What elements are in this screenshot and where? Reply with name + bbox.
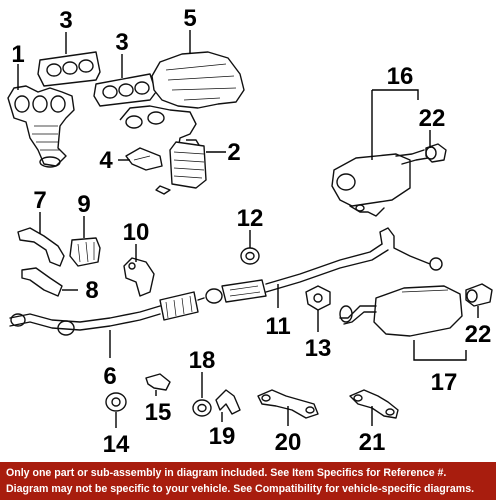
callout-3-right: 3: [115, 29, 128, 56]
callout-22-upper: 22: [419, 105, 446, 132]
callout-6: 6: [103, 363, 116, 390]
leader-lines: [17, 30, 479, 428]
part-12-gasket[interactable]: [240, 247, 260, 265]
callout-3-left: 3: [59, 7, 72, 34]
part-17-muffler[interactable]: [339, 285, 463, 337]
callout-7: 7: [33, 187, 46, 214]
part-2-manifold-converter[interactable]: [119, 105, 207, 195]
callout-14: 14: [103, 431, 130, 458]
callout-15: 15: [145, 399, 172, 426]
leader-17: [413, 340, 467, 361]
disclaimer-line-2: Diagram may not be specific to your vehi…: [6, 483, 475, 495]
callout-13: 13: [305, 335, 332, 362]
part-16-muffler[interactable]: [331, 149, 429, 217]
leader-16: [371, 89, 419, 160]
part-20-hanger-bracket[interactable]: [257, 389, 319, 419]
part-3-gasket-left[interactable]: [37, 51, 101, 87]
exhaust-parts-diagram: 1 2 3 3 4 5 6 7 8 9 10 11 12 13 14 15 16…: [7, 5, 493, 458]
part-10-bracket[interactable]: [123, 257, 155, 297]
part-14-gasket[interactable]: [105, 392, 127, 412]
callout-2: 2: [227, 139, 240, 166]
callout-20: 20: [275, 429, 302, 456]
part-18-gasket[interactable]: [192, 399, 212, 417]
part-8-bracket[interactable]: [21, 267, 63, 297]
part-11-center-pipe[interactable]: [205, 227, 443, 304]
callout-21: 21: [359, 429, 386, 456]
callout-1: 1: [11, 41, 24, 68]
part-6-front-pipe[interactable]: [9, 291, 205, 336]
disclaimer-banner: Only one part or sub-assembly in diagram…: [0, 462, 496, 500]
part-1-manifold-converter[interactable]: [7, 85, 75, 168]
part-22-tail-tip-upper[interactable]: [425, 143, 447, 163]
part-3-gasket-right[interactable]: [93, 73, 157, 107]
part-13-hanger[interactable]: [305, 285, 331, 311]
part-9-hanger[interactable]: [69, 237, 101, 267]
part-7-bracket[interactable]: [17, 227, 65, 267]
callout-18: 18: [189, 347, 216, 374]
part-21-hanger-bracket[interactable]: [349, 389, 399, 419]
callout-16: 16: [387, 63, 414, 90]
part-19-clamp[interactable]: [215, 389, 241, 415]
callout-19: 19: [209, 423, 236, 450]
callout-numbers: 1 2 3 3 4 5 6 7 8 9 10 11 12 13 14 15 16…: [11, 5, 491, 458]
part-15-bracket[interactable]: [145, 373, 171, 391]
callout-11: 11: [265, 313, 290, 340]
callout-17: 17: [431, 369, 458, 396]
disclaimer-line-1: Only one part or sub-assembly in diagram…: [6, 467, 447, 479]
callout-10: 10: [123, 219, 150, 246]
callout-22-lower: 22: [465, 321, 492, 348]
callout-4: 4: [99, 147, 113, 174]
callout-12: 12: [237, 205, 264, 232]
callout-5: 5: [183, 5, 196, 32]
part-22-tail-tip-lower[interactable]: [465, 283, 493, 307]
part-4-bracket[interactable]: [125, 147, 163, 171]
callout-9: 9: [77, 191, 90, 218]
part-5-heat-shield[interactable]: [151, 51, 245, 109]
callout-8: 8: [85, 277, 98, 304]
